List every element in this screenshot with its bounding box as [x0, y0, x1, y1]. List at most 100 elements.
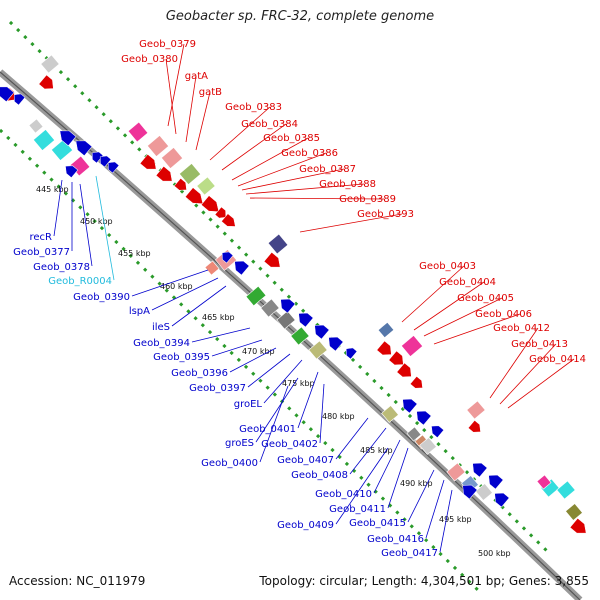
forward-gene-arrow: [173, 177, 187, 191]
forward-gene-arrow: [200, 195, 220, 213]
reverse-gene-label: Geob_0411: [329, 504, 386, 515]
forward-label-leader: [489, 327, 539, 399]
gene-block: [400, 335, 424, 357]
forward-label-leader: [245, 183, 365, 195]
reverse-gene-arrow: [402, 398, 418, 414]
gene-block: [146, 135, 170, 157]
gene-block: [475, 483, 493, 501]
reverse-gene-arrow: [416, 410, 432, 426]
reverse-gene-label: lspA: [129, 306, 150, 317]
gene-block: [536, 474, 552, 490]
gene-block: [276, 310, 296, 330]
forward-gene-arrow: [467, 419, 481, 433]
reverse-label-leader: [319, 383, 325, 444]
forward-gene-arrow: [396, 362, 412, 378]
reverse-gene-label: groEL: [234, 399, 263, 410]
reverse-gene-label: Geob_0415: [349, 518, 406, 529]
reverse-label-leader: [349, 427, 387, 475]
kbp-tick-label: 500 kbp: [478, 549, 511, 558]
kbp-tick-label: 445 kbp: [36, 185, 69, 194]
kbp-tick-label: 455 kbp: [118, 249, 151, 258]
forward-label-leader: [185, 75, 197, 143]
reverse-label-leader: [191, 327, 251, 343]
gene-block: [466, 400, 486, 420]
forward-gene-label: Geob_0393: [357, 209, 414, 220]
forward-label-leader: [209, 106, 271, 161]
forward-gene-label: Geob_0380: [121, 54, 178, 65]
forward-gene-arrow: [38, 74, 54, 90]
reverse-gene-arrow: [107, 161, 120, 174]
reverse-gene-label: Geob_0378: [33, 262, 90, 273]
map-title: Geobacter sp. FRC-32, complete genome: [165, 9, 435, 24]
accession-info: Accession: NC_011979: [9, 574, 145, 588]
reverse-gene-arrow: [0, 86, 15, 103]
genome-stats: Topology: circular; Length: 4,304,501 bp…: [259, 574, 589, 588]
inner-dotted-ring: [0, 128, 482, 594]
forward-gene-arrow: [221, 213, 236, 227]
reverse-label-leader: [263, 359, 303, 404]
kbp-tick-label: 490 kbp: [400, 479, 433, 488]
reverse-gene-arrow: [314, 324, 330, 340]
forward-label-leader: [237, 152, 327, 187]
reverse-label-leader: [373, 439, 401, 494]
reverse-label-leader: [131, 269, 209, 297]
reverse-label-leader: [439, 489, 453, 553]
forward-gene-arrow: [184, 187, 204, 205]
gene-block: [377, 321, 395, 339]
gene-block: [260, 298, 280, 318]
reverse-gene-arrow: [472, 462, 488, 478]
kbp-tick-label: 495 kbp: [439, 515, 472, 524]
reverse-label-leader: [79, 183, 93, 267]
forward-label-leader: [249, 197, 385, 200]
reverse-gene-label: Geob_0377: [13, 247, 70, 258]
forward-gene-label: Geob_0387: [299, 164, 356, 175]
reverse-gene-label: Geob_R0004: [48, 276, 112, 287]
gene-block: [406, 426, 422, 442]
reverse-gene-arrow: [59, 130, 77, 147]
reverse-gene-label: Geob_0396: [171, 368, 228, 379]
reverse-gene-arrow: [91, 151, 104, 164]
forward-label-leader: [221, 123, 287, 171]
forward-label-leader: [231, 137, 309, 181]
reverse-gene-label: Geob_0397: [189, 383, 246, 394]
reverse-gene-label: Geob_0394: [133, 338, 190, 349]
gene-block: [160, 147, 184, 169]
reverse-gene-label: Geob_0402: [261, 439, 318, 450]
reverse-gene-label: Geob_0407: [277, 455, 334, 466]
reverse-gene-arrow: [345, 347, 358, 360]
reverse-gene-arrow: [431, 425, 445, 439]
gene-block: [565, 503, 583, 521]
forward-gene-label: Geob_0388: [319, 179, 376, 190]
reverse-label-leader: [335, 417, 369, 460]
reverse-gene-label: Geob_0400: [201, 458, 258, 469]
forward-label-leader: [165, 58, 177, 135]
forward-gene-label: Geob_0379: [139, 39, 196, 50]
forward-gene-label: gatA: [185, 71, 208, 82]
reverse-label-leader: [247, 353, 291, 388]
reverse-gene-label: recR: [30, 232, 53, 243]
gene-block: [556, 480, 576, 500]
reverse-gene-label: Geob_0408: [291, 470, 348, 481]
kbp-tick-label: 450 kbp: [80, 217, 113, 226]
gene-block: [127, 121, 149, 143]
forward-gene-arrow: [388, 350, 404, 366]
reverse-gene-arrow: [234, 260, 250, 276]
forward-gene-arrow: [139, 153, 157, 170]
forward-gene-label: Geob_0413: [511, 339, 568, 350]
reverse-gene-arrow: [280, 298, 296, 314]
reverse-label-leader: [255, 377, 299, 443]
forward-label-leader: [499, 343, 557, 405]
forward-label-leader: [401, 265, 465, 323]
kbp-tick-label: 480 kbp: [322, 412, 355, 421]
forward-gene-label: Geob_0404: [439, 277, 496, 288]
forward-label-leader: [195, 91, 211, 151]
gene-block: [204, 260, 220, 276]
reverse-gene-arrow: [488, 474, 504, 490]
forward-gene-label: Geob_0403: [419, 261, 476, 272]
gene-block: [446, 462, 466, 482]
reverse-label-leader: [259, 385, 289, 463]
reverse-gene-label: Geob_0395: [153, 352, 210, 363]
reverse-label-leader: [335, 447, 389, 525]
kbp-tick-label: 485 kbp: [360, 446, 393, 455]
